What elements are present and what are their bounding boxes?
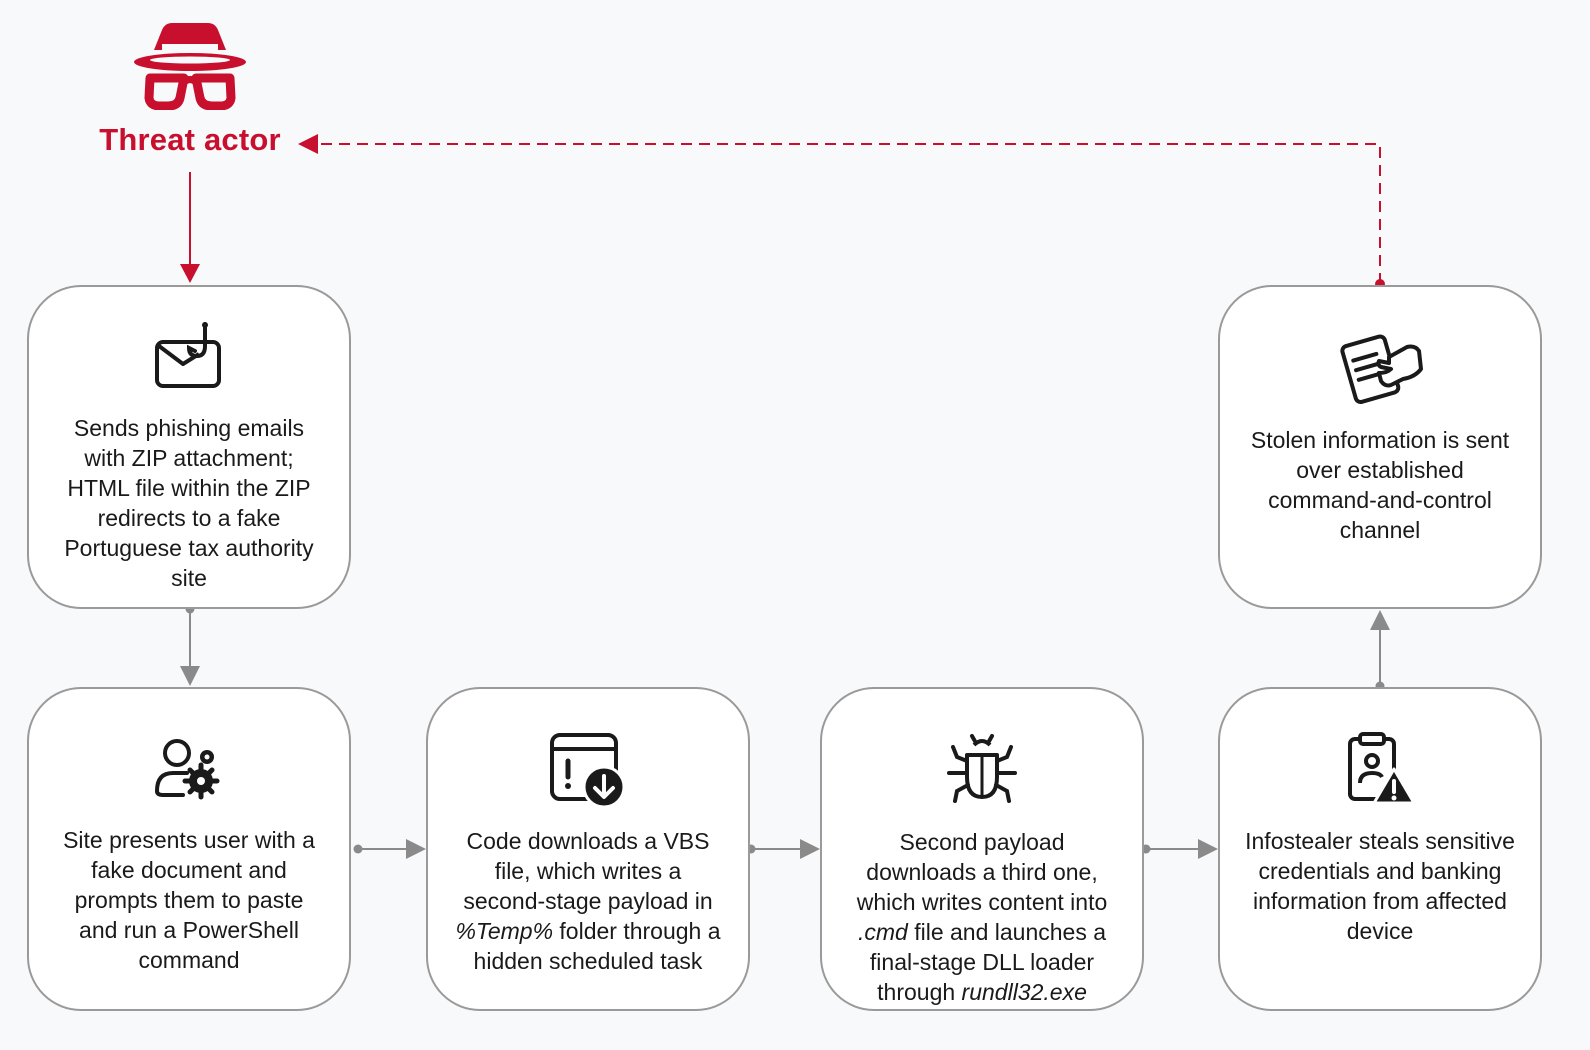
user-settings-icon <box>153 733 225 808</box>
step-second-text-emphasis-2: rundll32.exe <box>961 979 1087 1005</box>
window-download-icon <box>548 731 628 814</box>
step-vbs-text: Code downloads a VBS file, which writes … <box>452 826 724 976</box>
step-fake-document-text: Site presents user with a fake document … <box>63 827 315 973</box>
step-vbs-text-part-2: folder through a hidden scheduled task <box>473 918 721 974</box>
step-second-text-part-2: file and launches a final-stage DLL load… <box>869 919 1107 1005</box>
bug-icon <box>945 733 1019 810</box>
step-second-text-part-1: Second payload downloads a third one, wh… <box>856 829 1108 915</box>
step-c2-text: Stolen information is sent over establis… <box>1250 427 1510 543</box>
arrowhead-actor-to-phishing <box>180 264 200 283</box>
step-phishing-text: Sends phishing emails with ZIP attachmen… <box>64 415 314 591</box>
spy-icon <box>132 18 248 115</box>
arrowhead-fake-doc-to-vbs <box>406 839 426 859</box>
arrowhead-infostealer-to-c2 <box>1370 610 1390 630</box>
step-vbs-card: Code downloads a VBS file, which writes … <box>426 687 750 1011</box>
step-second-payload-text: Second payload downloads a third one, wh… <box>846 827 1118 1007</box>
step-second-payload-card: Second payload downloads a third one, wh… <box>820 687 1144 1011</box>
step-c2-exfiltration-card: Stolen information is sent over establis… <box>1218 285 1542 609</box>
phishing-email-icon <box>153 320 225 397</box>
step-phishing-card: Sends phishing emails with ZIP attachmen… <box>27 285 351 609</box>
step-fake-document-card: Site presents user with a fake document … <box>27 687 351 1011</box>
stolen-documents-icon <box>1335 327 1425 414</box>
step-second-text-emphasis-1: .cmd <box>857 919 908 945</box>
arrowhead-c2-to-actor <box>298 134 318 154</box>
arrowhead-phishing-to-fake-doc <box>180 666 200 686</box>
step-infostealer-card: Infostealer steals sensitive credentials… <box>1218 687 1542 1011</box>
step-vbs-text-emphasis: %Temp% <box>455 918 554 944</box>
arrowhead-vbs-to-second <box>800 839 820 859</box>
step-vbs-text-part-1: Code downloads a VBS file, which writes … <box>463 828 713 914</box>
clipboard-warning-icon <box>1344 731 1416 812</box>
arrowhead-second-to-infostealer <box>1198 839 1218 859</box>
step-infostealer-text: Infostealer steals sensitive credentials… <box>1245 828 1515 944</box>
arrow-c2-to-actor <box>318 143 1381 284</box>
threat-actor-label: Threat actor <box>99 122 281 157</box>
